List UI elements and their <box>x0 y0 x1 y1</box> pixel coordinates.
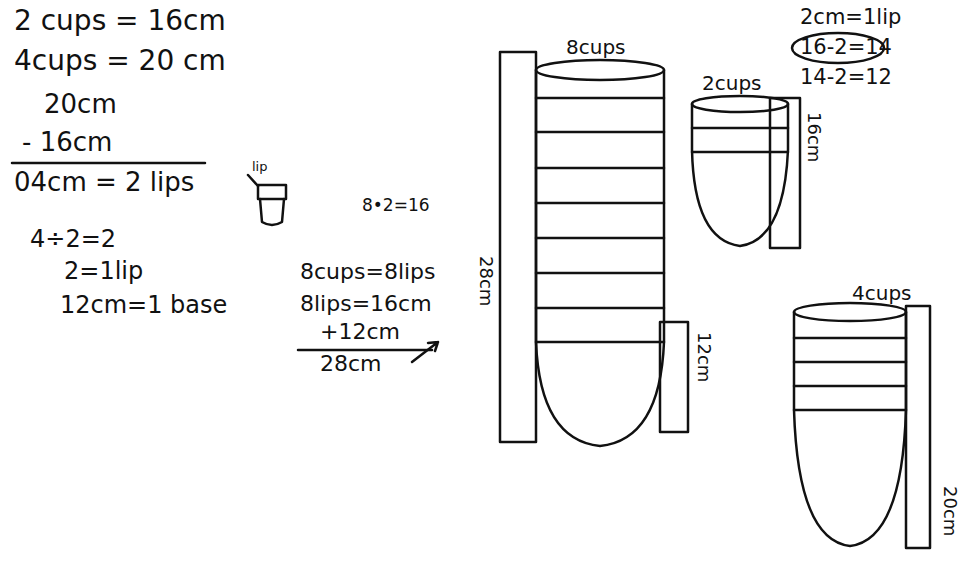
working-text: 2=1lip <box>64 258 143 284</box>
working-text: 8cups=8lips <box>300 260 436 284</box>
eight-cup-stack <box>500 52 688 446</box>
working-text: - 16cm <box>22 128 112 157</box>
working-text: 04cm = 2 lips <box>14 168 194 197</box>
dimension-label: 20cm <box>940 486 960 536</box>
cup-count-label: 8cups <box>566 36 626 58</box>
dimension-label: 12cm <box>694 332 714 382</box>
dimension-label: 16cm <box>804 112 824 162</box>
cup-count-label: 2cups <box>702 72 762 94</box>
working-text: +12cm <box>320 320 400 344</box>
working-text: 8•2=16 <box>362 196 430 215</box>
small-cup <box>248 175 286 225</box>
working-text: 28cm <box>320 352 382 376</box>
equation-text: 16-2=14 <box>800 36 892 59</box>
equation-text: 14-2=12 <box>800 66 892 89</box>
four-cup-stack <box>794 303 930 548</box>
cup-count-label: 4cups <box>852 282 912 304</box>
working-text: 4÷2=2 <box>30 226 116 252</box>
rule-line <box>12 162 205 165</box>
equation-text: 4cups = 20 cm <box>14 46 226 77</box>
working-text: 20cm <box>44 90 117 119</box>
dimension-label: 28cm <box>476 256 496 306</box>
rule-line <box>298 349 432 352</box>
equation-text: 2 cups = 16cm <box>14 6 226 37</box>
two-cup-stack <box>692 96 800 248</box>
leader-arrow <box>412 342 438 362</box>
equation-text: 2cm=1lip <box>800 6 901 29</box>
part-label: lip <box>252 160 267 174</box>
working-text: 8lips=16cm <box>300 292 432 316</box>
working-text: 12cm=1 base <box>60 292 227 318</box>
